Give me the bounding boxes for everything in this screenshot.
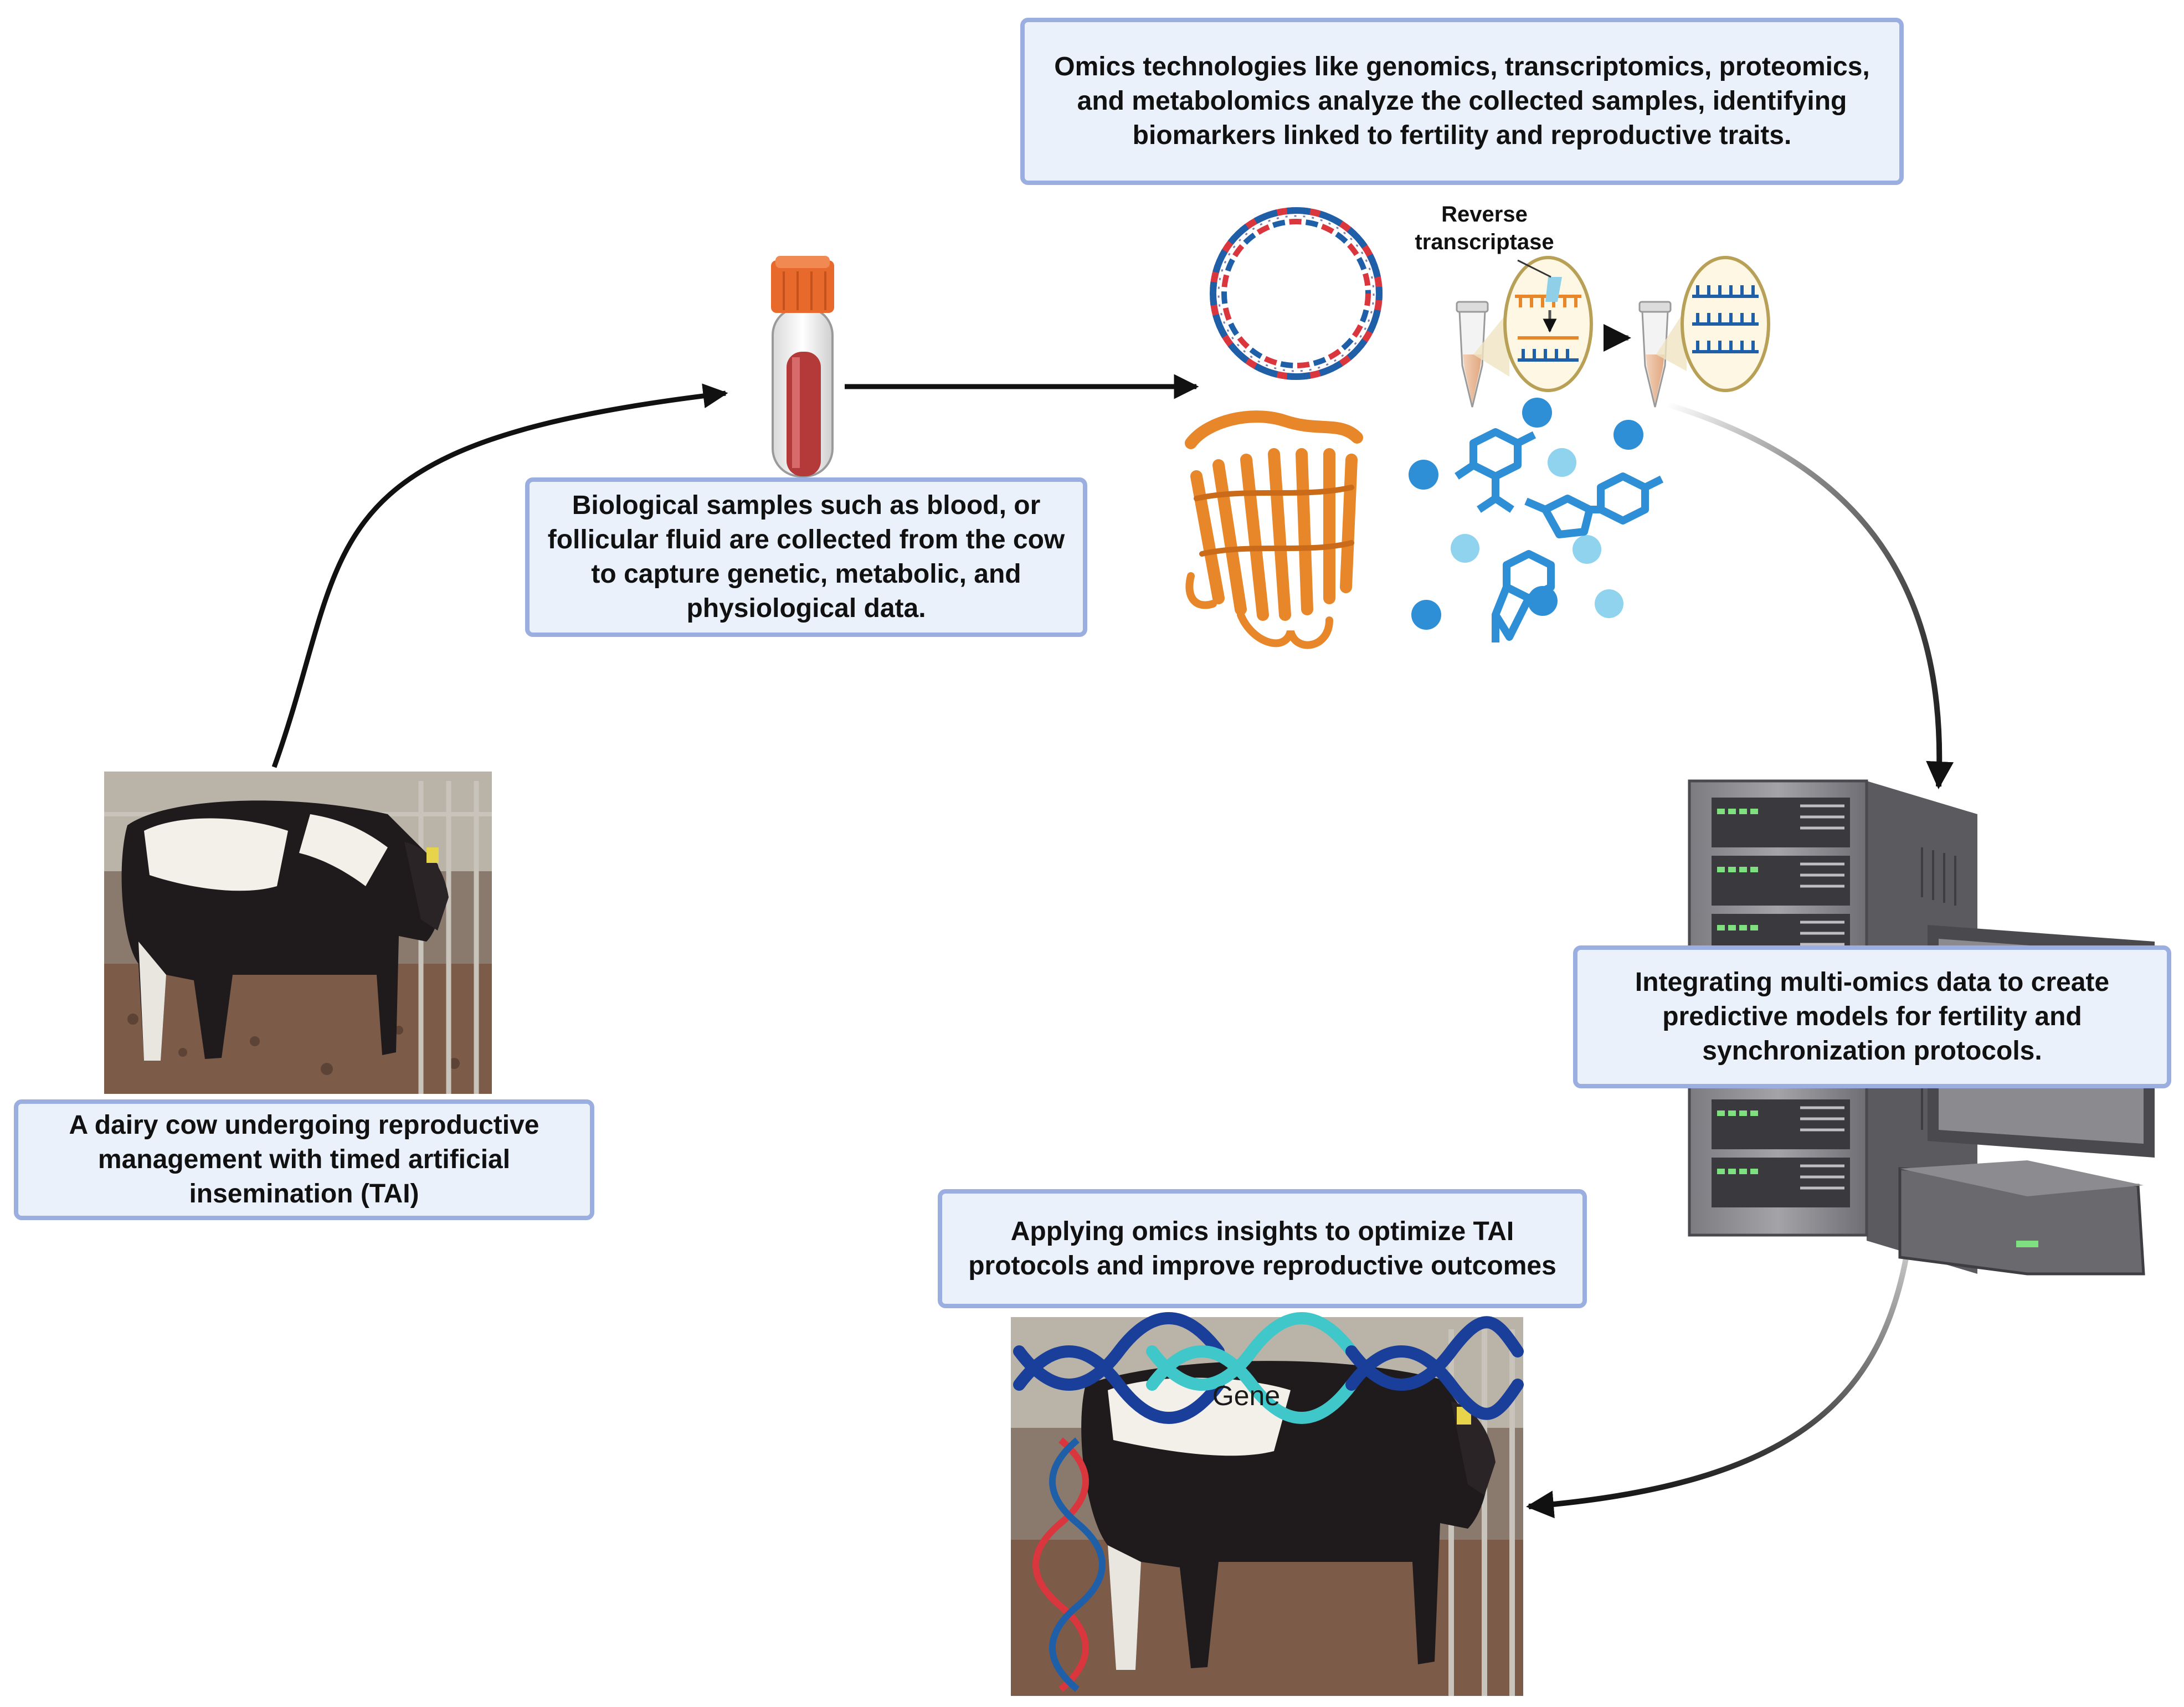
flow-arrows: [271, 374, 1954, 1519]
arrow-server-to-application: [1526, 1246, 1911, 1519]
gene-label: Gene: [1212, 1380, 1281, 1411]
arrow-omics-to-server: [1666, 402, 1954, 789]
vertical-dna: [1032, 1437, 1106, 1692]
application-photo: [1011, 1312, 1524, 1696]
application-text: Applying omics insights to optimize TAI …: [968, 1216, 1556, 1281]
reverse-transcriptase-label: Reverse transcriptase: [1374, 200, 1595, 256]
cow-photo: [104, 772, 492, 1094]
application-box: Applying omics insights to optimize TAI …: [938, 1189, 1587, 1308]
integration-box: Integrating multi-omics data to create p…: [1573, 945, 2171, 1088]
eppendorf-tube-1: [1456, 301, 1489, 408]
metabolite-icon: [1409, 398, 1664, 642]
cow-box: A dairy cow undergoing reproductive mana…: [14, 1099, 594, 1220]
reverse-transcriptase-icon: [1456, 256, 1770, 408]
cow-text: A dairy cow undergoing reproductive mana…: [69, 1110, 539, 1209]
eppendorf-tube-2: [1638, 301, 1672, 408]
protein-icon: [1185, 410, 1363, 649]
blood-tube-icon: [771, 256, 834, 477]
reverse-label-line2: transcriptase: [1415, 230, 1554, 254]
integration-text: Integrating multi-omics data to create p…: [1635, 968, 2110, 1066]
gene-helix: [1013, 1312, 1524, 1424]
sampling-box: Biological samples such as blood, or fol…: [525, 477, 1087, 637]
omics-box: Omics technologies like genomics, transc…: [1020, 18, 1904, 185]
omics-text: Omics technologies like genomics, transc…: [1054, 52, 1870, 150]
reverse-label-line1: Reverse: [1441, 202, 1528, 227]
arrow-cow-to-sampling: [271, 383, 728, 768]
sampling-text: Biological samples such as blood, or fol…: [547, 491, 1065, 623]
dna-plasmid-icon: [1210, 207, 1383, 380]
server-icon: [1688, 779, 1977, 1274]
